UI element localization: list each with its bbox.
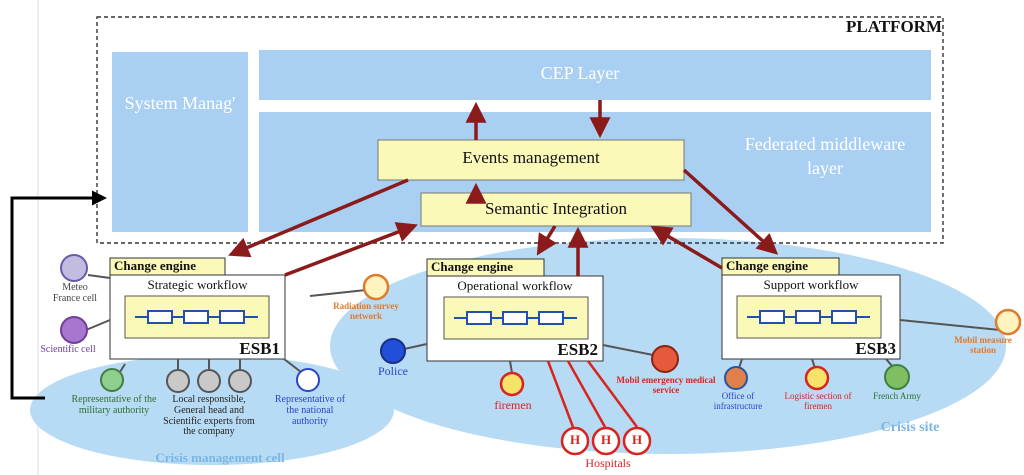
- esb3-name: ESB3: [855, 339, 896, 358]
- french-army-label: French Army: [873, 391, 921, 401]
- actor-meteo: [60, 254, 111, 282]
- arrow-esb1-to-semantic: [284, 222, 418, 277]
- radiation-label: Radiation survey network: [333, 301, 399, 321]
- semantic-integration-box: [420, 192, 692, 227]
- esb3-workflow-chain-icon: [747, 310, 870, 324]
- actor-office-infrastructure: [724, 358, 748, 390]
- actor-mobil-emergency: [602, 344, 679, 373]
- hospitals-label: Hospitals: [585, 456, 631, 470]
- esb1-workflow-chain-icon: [135, 310, 258, 324]
- crisis-site-zone-label: Crisis site: [880, 420, 940, 435]
- cep-layer-label: CEP Layer: [540, 63, 620, 83]
- platform-title: PLATFORM: [845, 17, 942, 36]
- arrow-esb3-to-semantic: [650, 225, 723, 270]
- crisis-management-zone-label: Crisis management cell: [155, 450, 285, 465]
- police-label: Police: [378, 364, 408, 378]
- actor-radiation: [309, 273, 390, 301]
- cep-layer: [259, 50, 931, 100]
- events-management-box: [377, 139, 685, 181]
- mobil-emergency-label: Mobil emergency medical service: [616, 375, 716, 395]
- arrow-events-to-esb1: [228, 178, 409, 258]
- military-label: Representative of the military authority: [71, 394, 157, 416]
- esb2-name: ESB2: [557, 340, 598, 359]
- esb2-change-engine-label: Change engine: [431, 259, 513, 274]
- firemen-label: firemen: [494, 398, 532, 412]
- hospital-1-symbol: H: [569, 432, 581, 447]
- esb1-change-engine-tab: [109, 257, 226, 276]
- hospital-2-symbol: H: [600, 432, 612, 447]
- scientific-cell-label: Scientific cell: [40, 344, 96, 355]
- system-management-layer: [112, 52, 248, 232]
- esb2-workflow-chain-icon: [454, 311, 577, 325]
- semantic-integration-label: Semantic Integration: [484, 199, 628, 218]
- local-label: Local responsible, General head and Scie…: [163, 394, 255, 438]
- system-management-label: System Manag': [124, 93, 236, 113]
- national-label: Representative of the national authority: [274, 394, 346, 427]
- meteo-label: Meteo France cell: [52, 282, 98, 304]
- office-infrastructure-label: Office of infrastructure: [713, 391, 763, 411]
- actor-hospitals: [546, 360, 652, 456]
- esb1-workflow-title: Strategic workflow: [147, 277, 248, 292]
- esb2-workflow-title: Operational workflow: [457, 278, 573, 293]
- actor-firemen: [499, 360, 525, 397]
- esb2-change-engine-tab: [426, 258, 545, 277]
- actor-local-group: [166, 359, 252, 393]
- actor-national: [283, 358, 320, 392]
- hospital-3-symbol: H: [631, 432, 643, 447]
- actor-military: [100, 363, 126, 392]
- actor-logistic: [804, 358, 830, 391]
- esb3-workflow-title: Support workflow: [763, 277, 859, 292]
- esb1-name: ESB1: [239, 339, 280, 358]
- actor-scientific-cell: [60, 316, 111, 344]
- crisis-feedback-arrow: [10, 190, 107, 400]
- federated-middleware-label: Federated middleware layer: [744, 134, 906, 179]
- events-management-label: Events management: [462, 148, 600, 167]
- esb1-change-engine-label: Change engine: [114, 258, 196, 273]
- actor-mobil-measure: [899, 308, 1022, 336]
- platform-boundary: [96, 16, 944, 244]
- actor-french-army: [884, 358, 910, 390]
- actor-police: [380, 338, 428, 364]
- arrow-events-to-esb3: [682, 168, 779, 255]
- arrow-semantic-to-esb2: [536, 225, 557, 256]
- mobil-measure-label: Mobil measure station: [954, 335, 1012, 355]
- esb3-change-engine-label: Change engine: [726, 258, 808, 273]
- logistic-label: Logistic section of firemen: [784, 391, 852, 411]
